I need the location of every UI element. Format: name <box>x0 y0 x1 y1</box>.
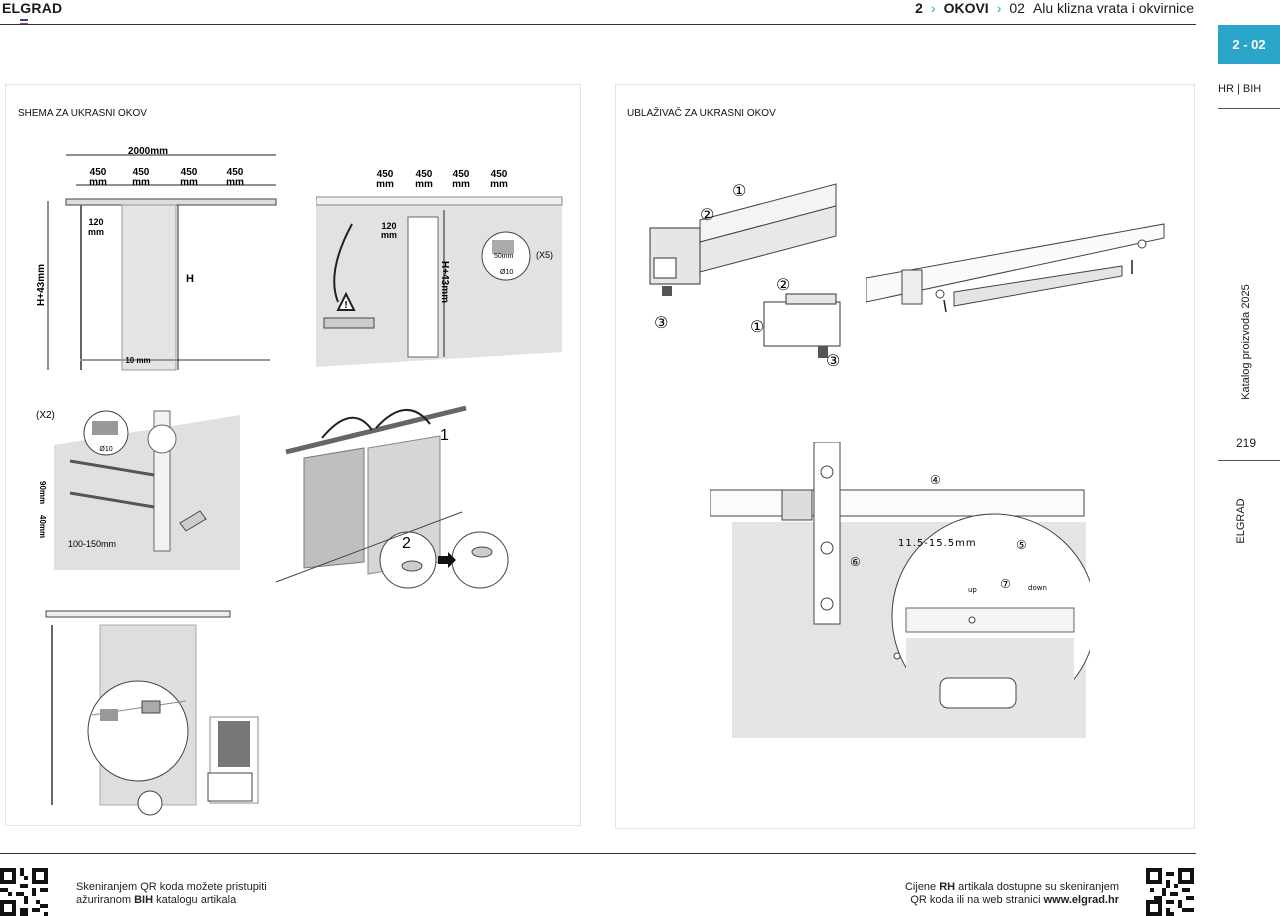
label-down: down <box>1028 584 1047 592</box>
footer-divider <box>0 853 1196 854</box>
right-panel-title: UBLAŽIVAČ ZA UKRASNI OKOV <box>627 108 776 119</box>
figure-damper-parts: ① ② ③ ② ① ③ <box>640 176 855 371</box>
dim-seg: 450 <box>416 169 433 180</box>
footer-right-post: artikala dostupne su skeniranjem <box>955 881 1119 893</box>
dim-unit: mm <box>490 179 508 190</box>
chevron-right-icon: › <box>996 0 1002 16</box>
header-divider <box>0 24 1196 25</box>
footer-right-note: Cijene RH artikala dostupne su skeniranj… <box>905 881 1119 907</box>
callout-1: ① <box>732 181 746 200</box>
dim-unit: mm <box>89 177 107 188</box>
svg-text:!: ! <box>344 300 347 311</box>
dim-unit: mm <box>415 179 433 190</box>
figure-floor-guide <box>42 605 262 817</box>
callout-7: ⑦ <box>1000 577 1011 591</box>
figure-damper-adjustment: ④ ⑤ ⑥ 11.5-15.5mm ⑦ up down <box>710 442 1090 742</box>
page-tab: 2 - 02 <box>1218 25 1280 64</box>
page-number: 219 <box>1235 436 1257 450</box>
callout-4: ④ <box>930 473 941 487</box>
dim-depth: 100-150mm <box>68 539 116 549</box>
dim-height-total: H+43mm <box>439 261 450 303</box>
step-number: 1 <box>440 427 449 444</box>
dim-height-total: H+43mm <box>36 264 47 306</box>
catalog-label: Katalog proizvoda 2025 <box>1240 284 1252 400</box>
callout-5: ⑤ <box>1016 538 1027 552</box>
figure-wheel-assembly: (X2) Ø10 40mm 90mm 100-150mm <box>30 405 245 570</box>
footer-left-bold: BIH <box>134 894 154 906</box>
footer-left-pre: ažuriranom <box>76 894 135 906</box>
dim-height: H <box>186 273 194 285</box>
callout-6: ⑥ <box>850 555 861 569</box>
dim-height-a: 40mm <box>38 515 47 538</box>
breadcrumb-chapter[interactable]: 2 <box>915 0 923 16</box>
figure-door-hanging: 1 2 <box>272 402 512 594</box>
language-label: HR | BIH <box>1218 83 1262 95</box>
dim-unit: mm <box>88 227 104 237</box>
dim-gap: 11.5-15.5mm <box>898 538 977 549</box>
dim-gap: 120 <box>381 221 396 231</box>
dim-seg: 450 <box>453 169 470 180</box>
dim-seg: 450 <box>377 169 394 180</box>
dim-unit: mm <box>376 179 394 190</box>
breadcrumb: 2 › OKOVI › 02 Alu klizna vrata i okvirn… <box>915 0 1194 16</box>
brand-vertical: ELGRAD <box>1235 498 1247 544</box>
footer-right-bold: RH <box>939 881 956 893</box>
step-number: 2 <box>402 535 411 552</box>
brand-logo: ELGRAD <box>2 0 63 16</box>
footer-left-note: Skeniranjem QR koda možete pristupiti až… <box>76 881 267 907</box>
footer-left-line1: Skeniranjem QR koda možete pristupiti <box>76 881 267 893</box>
dim-unit: mm <box>381 230 397 240</box>
label-up: up <box>968 586 977 594</box>
dim-unit: mm <box>452 179 470 190</box>
figure-damper-on-rail <box>866 222 1171 332</box>
dim-total: 2000mm <box>128 146 168 157</box>
dim-unit: mm <box>226 177 244 188</box>
sidebar-divider <box>1218 108 1280 109</box>
callout-2: ② <box>776 275 790 294</box>
footer-left-post: katalogu artikala <box>153 894 237 906</box>
footer-right-line2: QR koda ili na web stranici <box>910 894 1044 906</box>
figure-rail-drilling: 450 mm 450 mm 450 mm 450 mm 120 mm ! H+4… <box>316 162 566 370</box>
qr-code-icon[interactable] <box>0 868 48 916</box>
callout-3: ③ <box>654 313 668 332</box>
dim-dia: Ø10 <box>99 446 112 453</box>
count-label: (X5) <box>536 250 553 260</box>
callout-2: ② <box>700 205 714 224</box>
dim-drill: 50mm <box>494 253 514 260</box>
chevron-right-icon: › <box>930 0 936 16</box>
sidebar-divider <box>1218 460 1280 461</box>
dim-unit: mm <box>132 177 150 188</box>
footer-right-pre: Cijene <box>904 881 940 893</box>
breadcrumb-subsection-number[interactable]: 02 <box>1009 0 1025 16</box>
website-link[interactable]: www.elgrad.hr <box>1043 894 1119 906</box>
qr-code-icon[interactable] <box>1146 868 1194 916</box>
dim-seg: 450 <box>133 167 150 178</box>
count-label: (X2) <box>36 410 55 421</box>
breadcrumb-section[interactable]: OKOVI <box>943 0 989 16</box>
breadcrumb-subsection-title[interactable]: Alu klizna vrata i okvirnice <box>1032 0 1194 16</box>
left-panel-title: SHEMA ZA UKRASNI OKOV <box>18 108 147 119</box>
dim-seg: 450 <box>181 167 198 178</box>
callout-3: ③ <box>826 351 840 370</box>
dim-seg: 450 <box>227 167 244 178</box>
dim-height-b: 90mm <box>38 481 47 504</box>
dim-floor: 10 mm <box>125 356 150 365</box>
dim-gap: 120 <box>88 217 103 227</box>
dim-dia: Ø10 <box>500 269 513 276</box>
figure-dimensions: 2000mm 450 mm 450 mm 450 mm 450 mm H+43m… <box>28 145 288 380</box>
callout-1: ① <box>750 317 764 336</box>
dim-seg: 450 <box>491 169 508 180</box>
dim-seg: 450 <box>90 167 107 178</box>
dim-unit: mm <box>180 177 198 188</box>
